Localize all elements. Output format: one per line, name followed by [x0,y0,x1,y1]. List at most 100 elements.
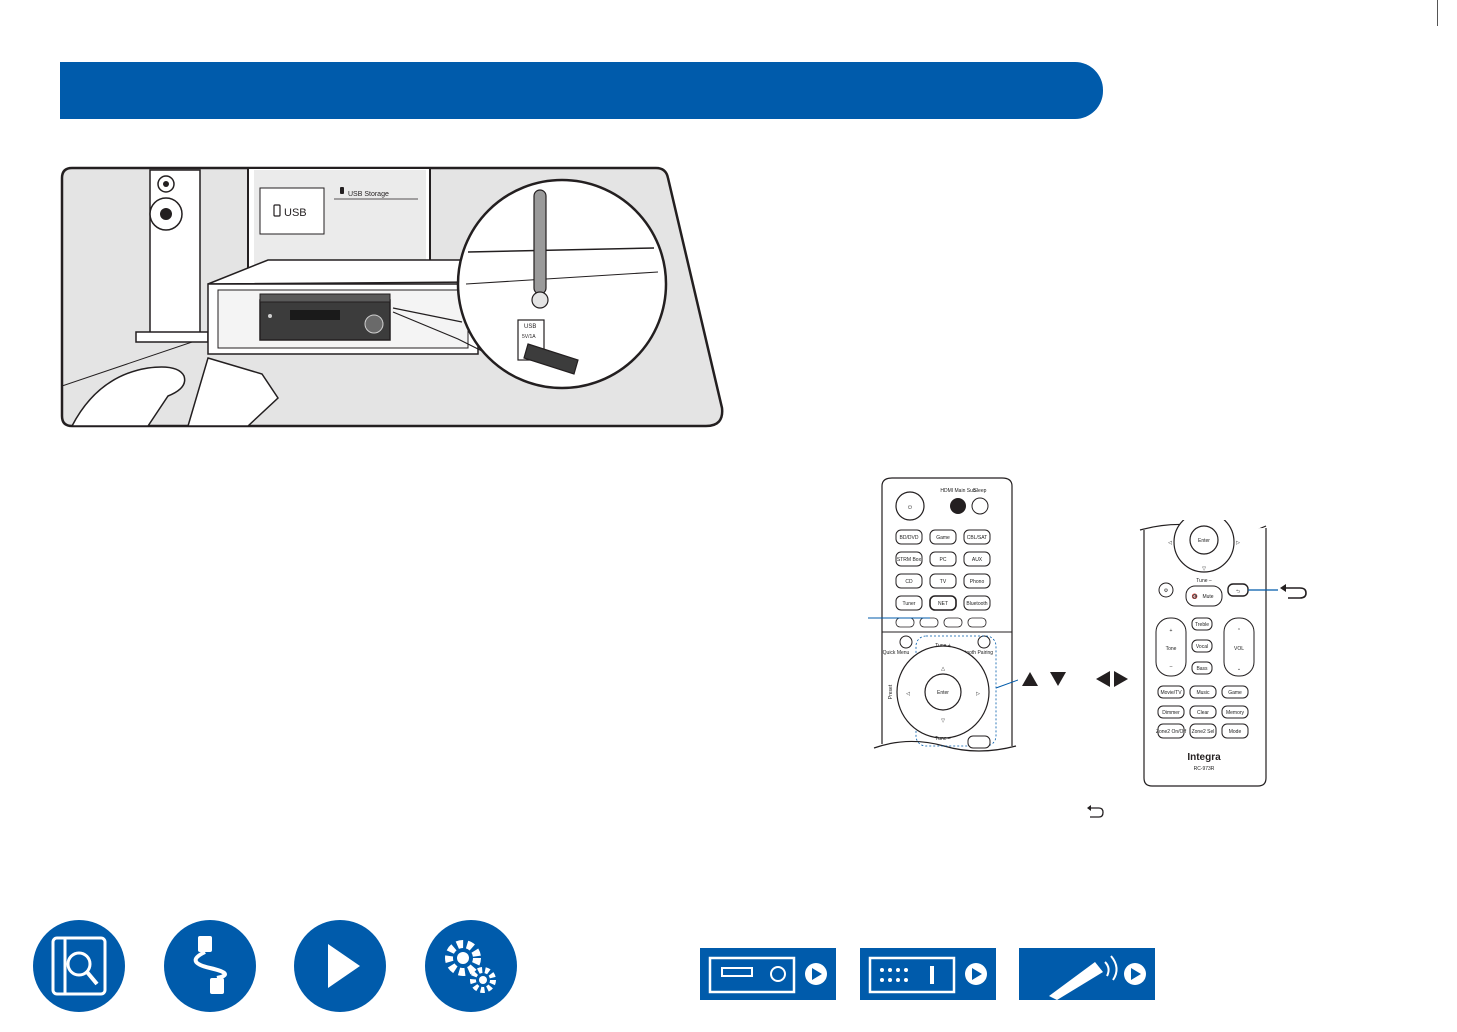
cbl-sat-button[interactable] [963,529,991,545]
contents-nav-button[interactable] [33,920,125,1012]
clear-label: Clear [1197,710,1209,716]
playback-nav-button[interactable] [294,920,386,1012]
tv-menu-label: USB Storage [348,191,389,198]
contents-book-icon [51,936,107,996]
tv-button[interactable] [929,573,957,589]
connections-cable-icon [193,936,227,994]
tune-minus-label: Tune – [935,736,951,742]
net-label: NET [938,601,948,607]
rear-panel-button[interactable] [860,948,996,1000]
next-button[interactable] [967,617,987,628]
gear-icon: ⚙ [1164,588,1169,594]
left-triangle-icon [1096,671,1110,687]
memory-button[interactable] [1221,705,1249,719]
treble-button[interactable] [1191,617,1213,631]
net-button[interactable] [929,595,957,611]
vol-label: VOL [1234,646,1244,652]
cursor-pad[interactable]: Enter △ ▽ ◁ ▷ [896,645,990,739]
clear-button[interactable] [1189,705,1217,719]
bd-dvd-label: BD/DVD [900,535,919,541]
strm-box-button[interactable] [895,551,923,567]
previous-button[interactable] [943,617,963,628]
power-button[interactable] [895,491,925,521]
right-arrow-icon: ▷ [1236,540,1240,546]
tuner-button[interactable] [895,595,923,611]
return-icon: ⮌ [1236,588,1240,595]
setup-gear-icon [445,940,496,993]
av-receiver [259,293,391,341]
mode-label: Mode [1229,729,1242,735]
bluetooth-button[interactable] [963,595,991,611]
setup-nav-button[interactable] [425,920,517,1012]
tv-source-label: USB [284,207,307,219]
front-panel-icon [708,956,827,994]
sleep-button[interactable] [971,497,989,515]
stop-button[interactable] [895,617,915,628]
hdmi-main-sub-label: HDMI Main Sub [940,488,976,494]
up-arrow-icon: △ [941,666,945,672]
aux-label: AUX [972,557,983,563]
bd-dvd-button[interactable] [895,529,923,545]
vocal-label: Vocal [1196,644,1208,650]
down-triangle-icon [1050,672,1066,686]
cursor-keys-legend [1022,671,1128,687]
game-button[interactable] [929,529,957,545]
game-button[interactable] [1221,685,1249,699]
minus-icon: – [1170,664,1173,670]
cd-button[interactable] [895,573,923,589]
input-selector-buttons: BD/DVD Game CBL/SAT STRM Box PC AUX CD T… [895,529,991,611]
zone2-on-off-label: Zone2 On/Off [1156,729,1187,735]
return-button[interactable] [967,735,991,749]
setup-button[interactable] [1158,582,1174,598]
hdmi-main-sub-button[interactable] [950,498,966,514]
memory-label: Memory [1226,710,1245,716]
remote-controller-icon [1049,955,1146,1000]
phono-button[interactable] [963,573,991,589]
connections-nav-button[interactable] [164,920,256,1012]
pc-button[interactable] [929,551,957,567]
enter-button[interactable] [924,673,962,711]
tone-button[interactable] [1155,617,1187,677]
play-pause-button[interactable] [919,617,939,628]
zone2-sel-label: Zone2 Sel [1192,729,1215,735]
playback-buttons [895,617,987,628]
model-number: RC-973R [1194,766,1215,772]
wireless-antenna [533,189,547,295]
section-title-bar [60,62,1103,119]
info-button[interactable] [977,635,991,649]
cursor-callout-line [995,679,1018,689]
hand-holding-remote [70,357,279,427]
movie-tv-label: Movie/TV [1160,690,1182,696]
mode-buttons: Movie/TV Music Game Dimmer Clear Memory … [1156,685,1249,739]
down-arrow-icon: ▽ [1202,566,1206,572]
magnified-usb-port: USB 5V/1A [456,178,668,390]
vocal-button[interactable] [1191,639,1213,653]
zone2-sel-button[interactable] [1189,723,1217,739]
cursor-pad[interactable]: Enter ◁ ▷ ▽ [1168,520,1240,573]
enter-button[interactable] [1189,525,1219,555]
front-panel-button[interactable] [700,948,836,1000]
aux-button[interactable] [963,551,991,567]
chevron-up-icon: ⌃ [1237,628,1241,634]
treble-label: Treble [1195,622,1209,628]
movie-tv-button[interactable] [1157,685,1185,699]
usb-port-label: USB [524,324,536,330]
crop-mark [1437,0,1438,26]
mode-button[interactable] [1221,723,1249,739]
dimmer-button[interactable] [1157,705,1185,719]
bass-button[interactable] [1191,661,1213,675]
quick-menu-button[interactable] [899,635,913,649]
chevron-down-icon: ⌄ [1237,666,1241,672]
music-button[interactable] [1189,685,1217,699]
playback-play-icon [328,944,360,988]
mute-button[interactable] [1185,585,1223,607]
volume-button[interactable] [1223,617,1255,677]
strm-box-label: STRM Box [897,557,922,563]
power-icon: ⏻ [908,505,912,511]
enter-label: Enter [1198,538,1210,544]
usb-storage-device [523,343,579,375]
zone2-on-off-button[interactable] [1157,723,1185,739]
remote-controller-button[interactable] [1019,948,1155,1000]
cbl-sat-label: CBL/SAT [967,535,987,541]
dimmer-label: Dimmer [1162,710,1180,716]
